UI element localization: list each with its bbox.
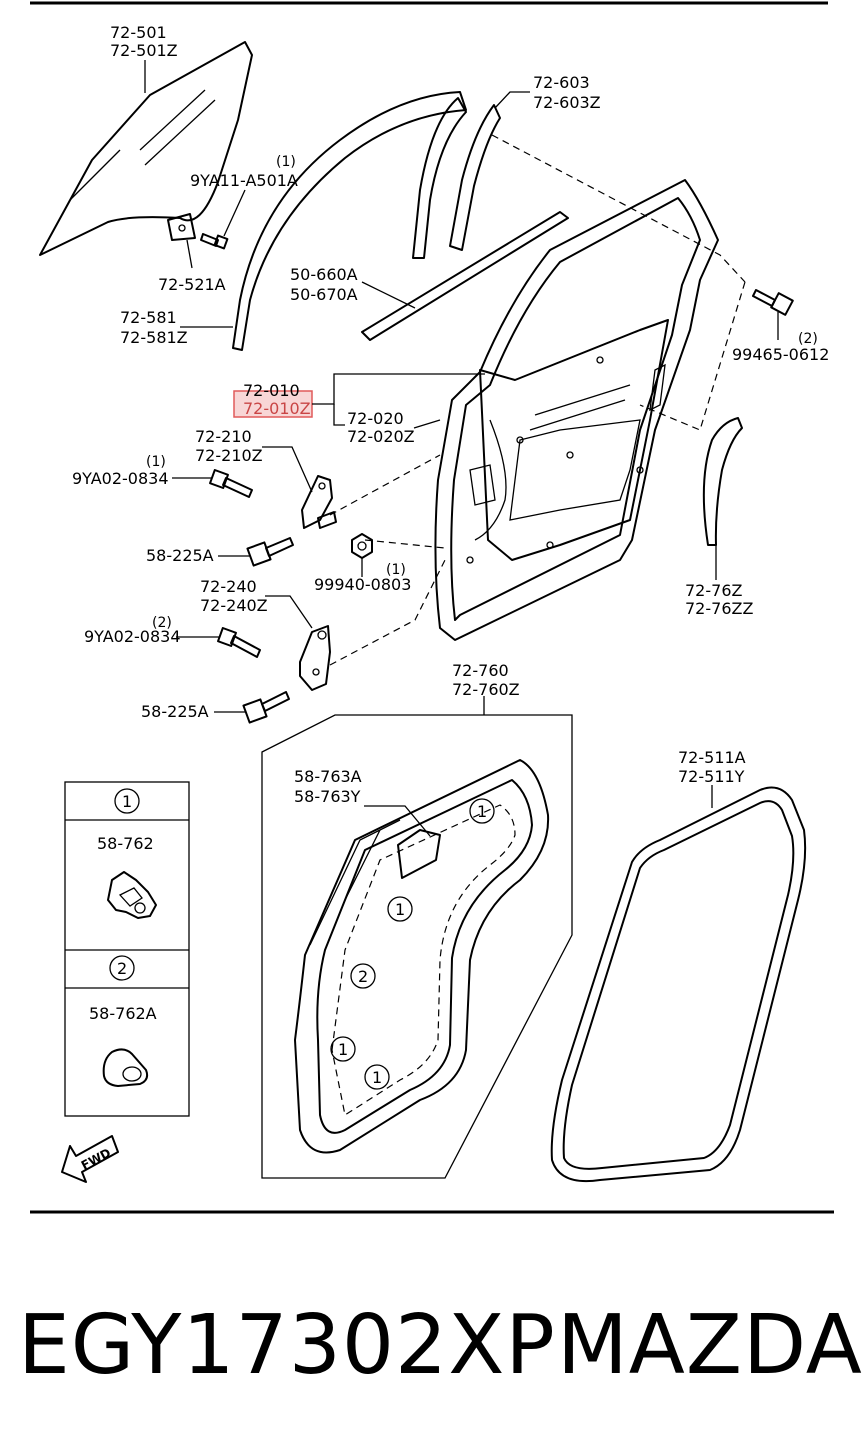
label-screen-patch-2: 58-763Y (294, 787, 361, 806)
dash-hinge-upper (329, 454, 441, 516)
legend-marker-2: 2 (109, 955, 135, 981)
screen-marker: 1 (387, 896, 413, 922)
footer-part-number: EGY17302XP (18, 1298, 556, 1393)
label-rear-seal-2: 72-76ZZ (685, 599, 753, 618)
label-door-panel-1: 72-010 (243, 381, 300, 400)
label-door-body-2: 72-020Z (347, 427, 415, 446)
lower-hinge (299, 625, 331, 691)
screen-marker: 1 (364, 1064, 390, 1090)
hinge-bolt-2-icon (217, 627, 261, 658)
label-window-glass-1: 72-501 (110, 23, 167, 42)
screw-right-icon (752, 289, 794, 316)
outer-channel (232, 91, 467, 351)
label-lower-hinge-2: 72-240Z (200, 596, 268, 615)
svg-text:2: 2 (117, 959, 127, 978)
screen-frame (261, 714, 573, 1179)
label-lower-hinge-1: 72-240 (200, 577, 257, 596)
door-panel (434, 179, 719, 641)
label-upper-hinge-2: 72-210Z (195, 446, 263, 465)
window-glass (39, 41, 253, 256)
label-sash-trim-2: 72-603Z (533, 93, 601, 112)
label-rear-seal-1: 72-76Z (685, 581, 742, 600)
hinge-bolt-a-icon (246, 537, 294, 567)
glass-bracket (167, 213, 196, 241)
legend-part-2: 58-762A (89, 1004, 157, 1023)
svg-text:1: 1 (338, 1040, 348, 1059)
screen-marker: 1 (469, 798, 495, 824)
label-weatherstrip-1: 72-511A (678, 748, 746, 767)
label-screw-qty: (2) (798, 331, 818, 347)
door-weatherstrip (550, 786, 807, 1182)
label-door-panel-2: 72-010Z (243, 399, 311, 418)
label-glass-bolt-qty: (1) (276, 154, 296, 170)
label-screen-patch-1: 58-763A (294, 767, 362, 786)
hinge-bolt-1-icon (209, 469, 253, 498)
sash-trim-front (412, 97, 467, 259)
svg-text:2: 2 (358, 967, 368, 986)
label-sash-trim-1: 72-603 (533, 73, 590, 92)
dash-hinge-mid (364, 539, 446, 549)
label-window-glass-2: 72-501Z (110, 41, 178, 60)
legend-marker-1: 1 (114, 788, 140, 814)
legend-part-1: 58-762 (97, 834, 154, 853)
glass-bolt-icon (200, 233, 229, 250)
label-door-body-1: 72-020 (347, 409, 404, 428)
label-belt-molding-1: 50-660A (290, 265, 358, 284)
screen-marker: 2 (350, 963, 376, 989)
label-screw: 99465-0612 (732, 345, 829, 364)
label-outer-channel-1: 72-581 (120, 308, 177, 327)
label-belt-molding-2: 50-670A (290, 285, 358, 304)
label-screen-1: 72-760 (452, 661, 509, 680)
hinge-bolt-b-icon (242, 691, 290, 724)
nut-icon (351, 533, 373, 559)
clip-small-icon (102, 1048, 149, 1087)
highlight-box (233, 390, 313, 418)
label-hinge-bolt-2-qty: (2) (152, 615, 172, 631)
clip-icon (107, 871, 157, 919)
label-hinge-bolt-1-qty: (1) (146, 454, 166, 470)
sash-trim-rear (449, 104, 501, 251)
belt-molding (361, 211, 569, 341)
svg-text:1: 1 (372, 1068, 382, 1087)
label-glass-bolt: 9YA11-A501A (190, 171, 298, 190)
dash-sash (491, 134, 746, 283)
screen-marker: 1 (330, 1036, 356, 1062)
fwd-arrow-icon: FWD (61, 1135, 119, 1183)
label-weatherstrip-2: 72-511Y (678, 767, 745, 786)
label-screen-2: 72-760Z (452, 680, 520, 699)
label-hinge-bolt-a: 58-225A (146, 546, 214, 565)
label-outer-channel-2: 72-581Z (120, 328, 188, 347)
footer-brand: MAZDA (557, 1298, 863, 1393)
upper-hinge (301, 475, 337, 529)
door-screen (294, 759, 550, 1154)
label-hinge-bolt-1: 9YA02-0834 (72, 469, 169, 488)
label-nut: 99940-0803 (314, 575, 411, 594)
svg-text:1: 1 (477, 802, 487, 821)
label-glass-bracket: 72-521A (158, 275, 226, 294)
svg-text:FWD: FWD (79, 1146, 113, 1173)
label-upper-hinge-1: 72-210 (195, 427, 252, 446)
dash-hinge-lower (329, 559, 446, 666)
label-hinge-bolt-b: 58-225A (141, 702, 209, 721)
label-nut-qty: (1) (386, 562, 406, 578)
rear-seal (702, 417, 743, 546)
legend-table (64, 781, 190, 1117)
label-hinge-bolt-2: 9YA02-0834 (84, 627, 181, 646)
svg-text:1: 1 (122, 792, 132, 811)
svg-text:1: 1 (395, 900, 405, 919)
